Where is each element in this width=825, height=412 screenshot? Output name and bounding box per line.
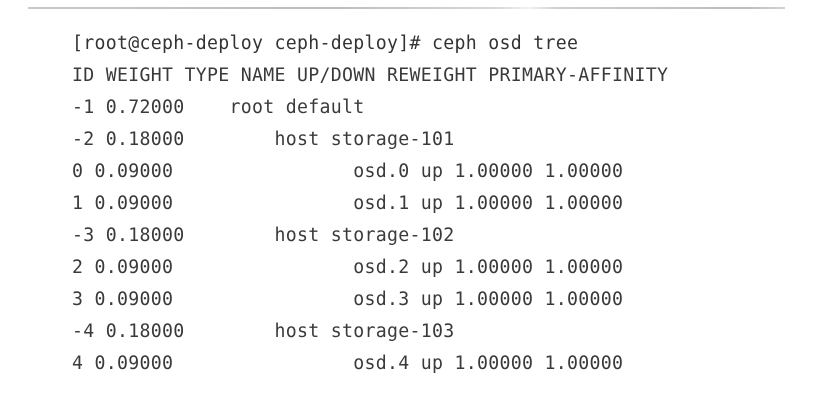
terminal-row-root: -1 0.72000 root default	[72, 97, 365, 118]
terminal-row-osd-3: 3 0.09000 osd.3 up 1.00000 1.00000	[72, 289, 624, 310]
terminal-row-osd-1: 1 0.09000 osd.1 up 1.00000 1.00000	[72, 193, 624, 214]
terminal-row-osd-0: 0 0.09000 osd.0 up 1.00000 1.00000	[72, 161, 624, 182]
terminal-row-host-101: -2 0.18000 host storage-101	[72, 129, 455, 150]
terminal-command-line: [root@ceph-deploy ceph-deploy]# ceph osd…	[72, 33, 579, 54]
horizontal-divider	[28, 7, 785, 9]
terminal-row-osd-4: 4 0.09000 osd.4 up 1.00000 1.00000	[72, 353, 624, 374]
terminal-output[interactable]: [root@ceph-deploy ceph-deploy]# ceph osd…	[72, 28, 812, 380]
terminal-row-host-102: -3 0.18000 host storage-102	[72, 225, 455, 246]
terminal-row-osd-2: 2 0.09000 osd.2 up 1.00000 1.00000	[72, 257, 624, 278]
terminal-row-host-103: -4 0.18000 host storage-103	[72, 321, 455, 342]
terminal-header-line: ID WEIGHT TYPE NAME UP/DOWN REWEIGHT PRI…	[72, 65, 669, 86]
